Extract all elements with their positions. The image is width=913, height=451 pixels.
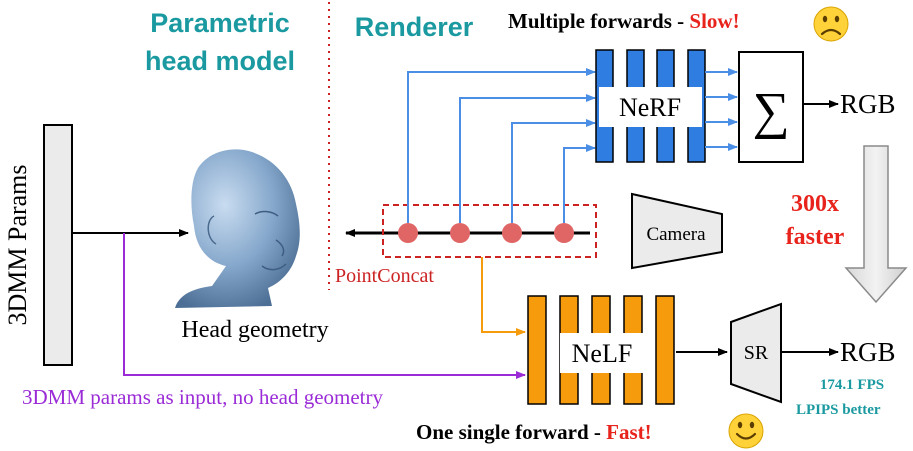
speedup-line1: 300x	[791, 191, 839, 217]
sr-label: SR	[744, 342, 769, 364]
camera-label: Camera	[646, 224, 706, 245]
rgb-output-bottom: RGB	[840, 337, 896, 367]
camera-frustum-icon	[631, 192, 723, 270]
nerf-label: NeRF	[619, 93, 681, 122]
summation-box	[738, 51, 804, 163]
summation-icon: ∑	[752, 83, 789, 140]
points-to-nerf-arrows	[407, 68, 596, 223]
multiple-forwards-label: Multiple forwards - Slow!	[508, 9, 740, 33]
single-forward-label: One single forward - Fast!	[416, 420, 652, 444]
nelf-label: NeLF	[572, 339, 633, 368]
point-concat-box	[382, 204, 597, 258]
lpips-label: LPIPS better	[796, 402, 881, 418]
point-concat-label: PointConcat	[335, 265, 434, 287]
speedup-arrow	[844, 145, 908, 304]
fps-label: 174.1 FPS	[820, 377, 884, 393]
frowning-face-icon	[813, 6, 849, 42]
pointconcat-to-nelf-arrow	[481, 257, 526, 336]
sample-point-2	[450, 223, 470, 243]
3dmm-params-bar	[43, 124, 73, 366]
sample-point-3	[502, 223, 522, 243]
sample-point-1	[398, 223, 418, 243]
speedup-line2: faster	[786, 224, 845, 250]
super-resolution-module	[730, 302, 782, 404]
rgb-output-top: RGB	[840, 89, 896, 119]
head-geometry-label: Head geometry	[181, 317, 328, 343]
parametric-heading-line1: Parametric	[150, 8, 290, 38]
renderer-heading: Renderer	[355, 12, 474, 42]
sample-point-4	[554, 223, 574, 243]
nelf-network: NeLF	[527, 295, 675, 405]
parametric-heading-line2: head model	[145, 46, 295, 76]
3dmm-params-label: 3DMM Params	[3, 164, 32, 325]
head-mesh-image	[175, 149, 300, 308]
params-input-caption: 3DMM params as input, no head geometry	[22, 385, 384, 409]
nerf-network: NeRF	[595, 49, 706, 163]
params-to-nelf-arrow	[123, 233, 526, 379]
smiling-face-icon	[728, 413, 764, 449]
nerf-to-sum-arrows	[705, 68, 738, 151]
